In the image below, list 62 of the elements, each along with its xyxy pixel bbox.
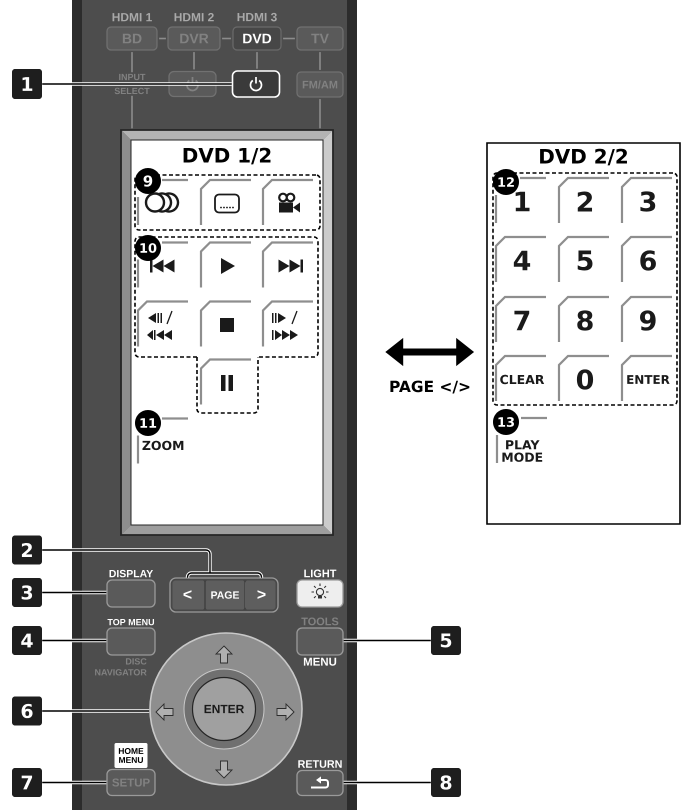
leader-line (40, 548, 264, 580)
callout-number: 7 (12, 768, 42, 797)
callout-number: 11 (135, 410, 161, 436)
dashed-frame (134, 236, 319, 358)
leader-line (344, 780, 431, 784)
connector-line (131, 96, 133, 128)
leader-line (42, 590, 106, 594)
connector-line (283, 38, 295, 40)
connector-line (222, 38, 231, 40)
connector-line (319, 99, 321, 128)
function-label: MENU (304, 658, 336, 666)
callout-number: 8 (431, 768, 461, 797)
right-button: > (245, 580, 276, 610)
leader-line (42, 82, 232, 86)
leader-line (344, 638, 431, 642)
left-button: < (172, 580, 205, 610)
callout-number: 3 (12, 578, 42, 607)
screen-button: 2 (558, 176, 609, 223)
callout-number: 9 (135, 168, 161, 194)
node-label: > (258, 590, 266, 599)
function-label: HDMI 3 (238, 12, 277, 22)
connector-line (131, 52, 133, 72)
callout-number: 1 (12, 69, 42, 99)
screen-button: 9 (620, 296, 672, 342)
leader-line (42, 780, 106, 784)
dashed-frame (492, 172, 678, 406)
function-label: TOP MENU (108, 618, 154, 626)
connector-line (193, 52, 195, 70)
screen-button: 4 (494, 236, 546, 282)
connector-line (159, 38, 166, 40)
screen-button: 6 (620, 236, 672, 282)
function-label: DISPLAY (110, 570, 154, 578)
screen-title: DVD 1/2 (184, 148, 270, 164)
callout-number: 13 (493, 409, 519, 435)
page-button: PAGE (204, 580, 246, 610)
leader-line (42, 709, 150, 713)
screen-button: 3 (620, 176, 672, 223)
dashed-frame (134, 174, 321, 231)
remote-button: DVD (232, 26, 282, 51)
function-label: HDMI 1 (112, 13, 152, 22)
panel-title: DVD 2/2 (540, 148, 627, 166)
callout-number: 10 (135, 235, 161, 261)
function-label: HDMI 2 (174, 12, 214, 22)
callout-number: 5 (431, 626, 461, 655)
label-plate: HOME MENU (114, 743, 148, 768)
function-label: LIGHT (304, 570, 336, 578)
callout-number: 6 (12, 696, 42, 726)
screen-button: CLEAR (494, 354, 546, 401)
screen-button: 7 (494, 296, 546, 342)
dashed-frame (196, 357, 259, 414)
screen-button: 8 (558, 296, 609, 342)
screen-button: 0 (558, 354, 609, 401)
screen-button: ENTER (620, 354, 672, 401)
leader-line (42, 638, 106, 642)
edge-label: PAGE </> (387, 378, 473, 396)
connector-line (256, 52, 258, 69)
screen-button: 5 (558, 236, 609, 282)
callout-number: 2 (12, 536, 42, 564)
connector-line (319, 52, 321, 70)
callout-number: 4 (12, 626, 42, 655)
enter-button: ENTER (184, 668, 264, 750)
function-label: RETURN (298, 760, 342, 768)
